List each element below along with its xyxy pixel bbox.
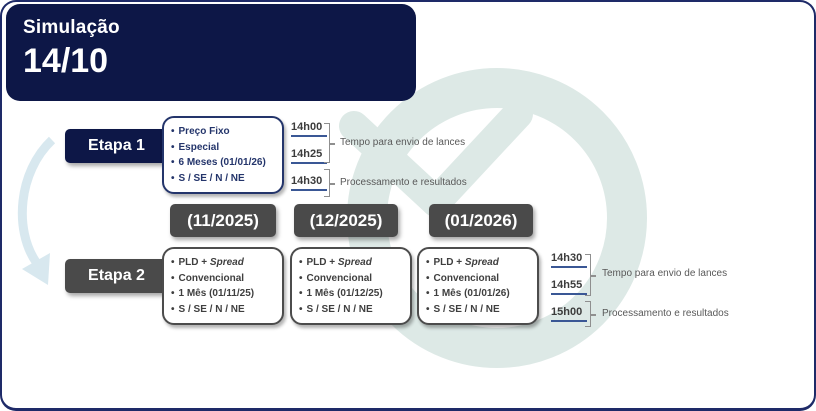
etapa1-card: Preço Fixo Especial 6 Meses (01/01/26) S… <box>162 116 284 194</box>
card-bullet: PLD + Spread <box>426 255 533 271</box>
page-title: Simulação <box>23 17 120 38</box>
card-bullet: S / SE / N / NE <box>171 302 278 318</box>
card-bullet: PLD + Spread <box>171 255 278 271</box>
card-bullet: Convencional <box>426 271 533 287</box>
etapa2-bracket-results <box>585 301 596 327</box>
etapa2-card-dec: PLD + Spread Convencional 1 Mês (01/12/2… <box>290 247 412 325</box>
etapa2-note-results: Processamento e resultados <box>602 308 729 319</box>
card-bullet: 1 Mês (01/11/25) <box>171 286 278 302</box>
etapa1-bracket-results <box>324 169 335 197</box>
month-tag-text: (11/2025) <box>187 210 259 230</box>
card-bullet: 6 Meses (01/01/26) <box>171 155 278 171</box>
etapa2-label-text: Etapa 2 <box>88 267 145 284</box>
etapa2-card-nov: PLD + Spread Convencional 1 Mês (01/11/2… <box>162 247 284 325</box>
etapa1-label: Etapa 1 <box>65 129 168 163</box>
etapa2-time-results: 15h00 <box>551 306 587 322</box>
month-tag-11-2025: (11/2025) <box>170 204 276 237</box>
etapa1-note-bids: Tempo para envio de lances <box>340 137 466 148</box>
etapa2-bullet-list: PLD + Spread Convencional 1 Mês (01/11/2… <box>171 255 278 317</box>
month-tag-01-2026: (01/2026) <box>429 204 533 237</box>
etapa2-bracket-bids <box>585 254 596 296</box>
etapa1-time-results: 14h30 <box>291 175 327 191</box>
month-tag-text: (01/2026) <box>444 210 518 230</box>
etapa2-bullet-list: PLD + Spread Convencional 1 Mês (01/12/2… <box>299 255 406 317</box>
card-bullet: S / SE / N / NE <box>299 302 406 318</box>
card-bullet: 1 Mês (01/12/25) <box>299 286 406 302</box>
card-bullet: Convencional <box>171 271 278 287</box>
card-bullet: Especial <box>171 140 278 156</box>
card-bullet: S / SE / N / NE <box>171 171 278 187</box>
month-tag-12-2025: (12/2025) <box>294 204 398 237</box>
etapa1-time-start: 14h00 <box>291 121 327 137</box>
etapa2-card-jan: PLD + Spread Convencional 1 Mês (01/01/2… <box>417 247 539 325</box>
card-bullet: Convencional <box>299 271 406 287</box>
card-bullet: S / SE / N / NE <box>426 302 533 318</box>
etapa1-time-end-bids: 14h25 <box>291 148 327 164</box>
card-bullet: PLD + Spread <box>299 255 406 271</box>
simulation-date: 14/10 <box>23 42 109 80</box>
etapa1-bullet-list: Preço Fixo Especial 6 Meses (01/01/26) S… <box>171 124 278 186</box>
etapa2-note-bids: Tempo para envio de lances <box>602 268 728 279</box>
etapa2-bullet-list: PLD + Spread Convencional 1 Mês (01/01/2… <box>426 255 533 317</box>
etapa1-label-text: Etapa 1 <box>88 137 145 154</box>
etapa2-time-start: 14h30 <box>551 252 587 268</box>
etapa1-bracket-bids <box>324 123 335 163</box>
month-tag-text: (12/2025) <box>309 210 383 230</box>
header-banner: Simulação 14/10 <box>6 4 416 101</box>
etapa1-note-results: Processamento e resultados <box>340 177 467 188</box>
etapa2-time-end-bids: 14h55 <box>551 279 587 295</box>
card-bullet: 1 Mês (01/01/26) <box>426 286 533 302</box>
card-bullet: Preço Fixo <box>171 124 278 140</box>
etapa2-label: Etapa 2 <box>65 259 168 293</box>
